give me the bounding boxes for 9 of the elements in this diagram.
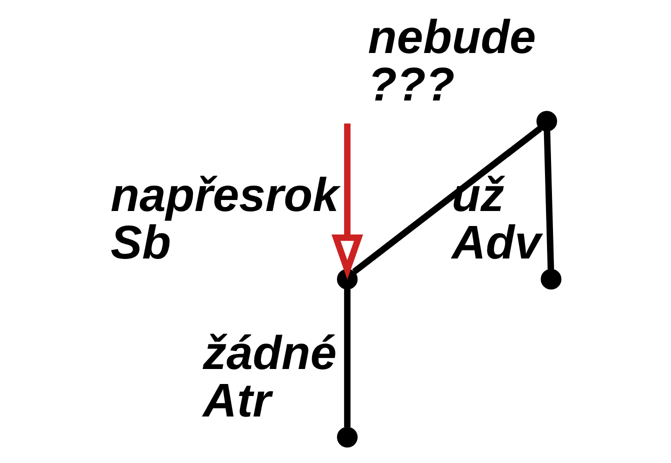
node-circle xyxy=(540,268,562,290)
node-label: Adv xyxy=(452,216,541,269)
arrow xyxy=(332,122,364,280)
node-circle xyxy=(336,268,358,290)
connector xyxy=(544,130,554,269)
connector xyxy=(352,125,542,274)
node-circle xyxy=(536,110,558,132)
node-circle xyxy=(336,426,358,447)
connector xyxy=(344,288,351,427)
